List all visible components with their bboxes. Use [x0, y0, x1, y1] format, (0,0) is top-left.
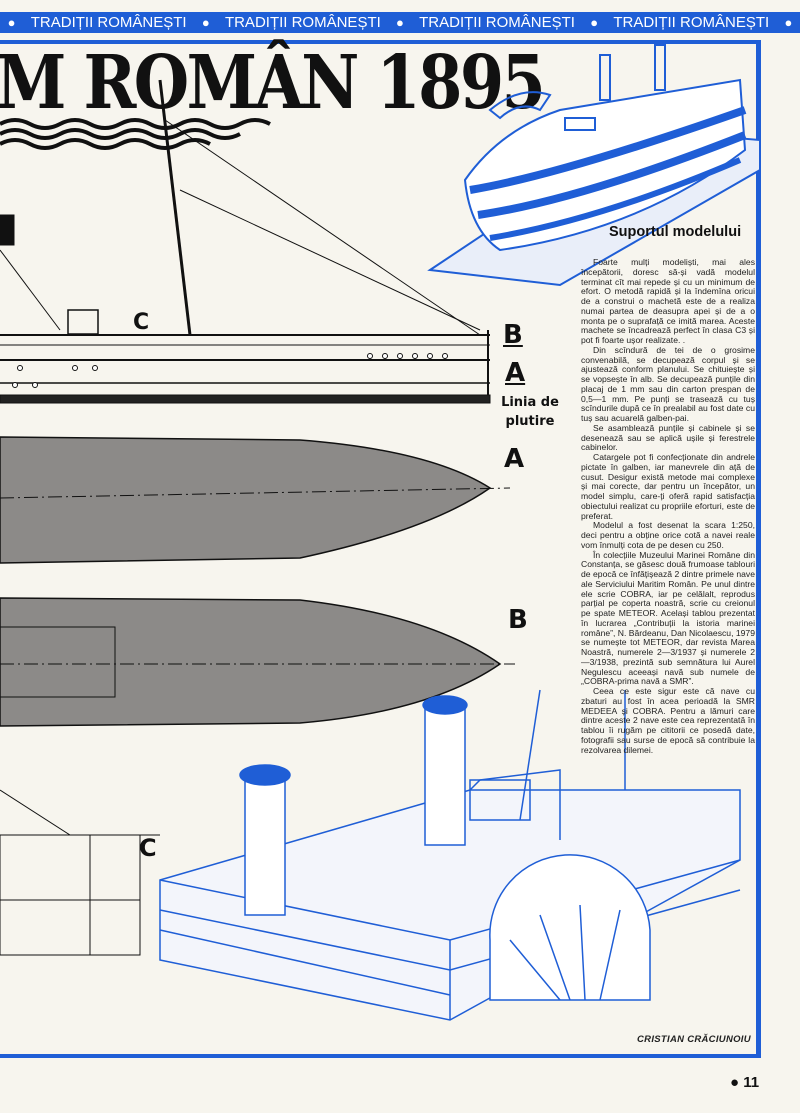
- article-paragraph: Ceea ce este sigur este că nave cu zbatu…: [581, 686, 755, 755]
- article-paragraph: În colecțiile Muzeului Marinei Române di…: [581, 549, 755, 687]
- model-on-stand: [427, 44, 761, 287]
- drawing-label-b-plan: B: [508, 605, 528, 635]
- title-waves: [0, 118, 271, 150]
- article-column: Suportul modelului Foarte mulți modelișt…: [581, 225, 755, 755]
- bullet-icon: ●: [396, 15, 404, 30]
- centerline-a: [0, 487, 511, 499]
- bullet-icon: ●: [201, 15, 210, 30]
- frame-border-right: [756, 40, 761, 1058]
- header-section-text: TRADIȚII ROMÂNEȘTI: [613, 14, 770, 31]
- drawing-label-c-iso: C: [139, 834, 157, 862]
- page-title: M ROMÂN 1895: [0, 40, 546, 126]
- drawing-label-b-side: B: [503, 320, 523, 350]
- frame-border-top: [0, 40, 760, 44]
- drawing-label-c-side: C: [133, 310, 150, 335]
- waterline-label: Linia de plutire: [501, 395, 559, 429]
- article-heading: Suportul modelului: [609, 224, 742, 240]
- side-elevation: [0, 79, 491, 404]
- page-number: ● 11: [730, 1074, 759, 1091]
- header-section-text: TRADIȚII ROMÂNEȘTI: [30, 14, 187, 31]
- article-paragraph: Foarte mulți modeliști, mai ales începăt…: [581, 257, 755, 345]
- isometric-paddle-steamer: [159, 689, 741, 1021]
- article-paragraph: Catargele pot fi confecționate din andre…: [581, 452, 755, 521]
- article-paragraph: Din scîndură de tei de o grosime convena…: [581, 344, 755, 423]
- page-number-value: 11: [743, 1074, 760, 1091]
- article-paragraph: Se asamblează punțile și cabinele și se …: [581, 422, 755, 453]
- bullet-icon: ●: [590, 15, 599, 30]
- bullet-icon: ●: [7, 15, 16, 30]
- portholes: [12, 353, 448, 388]
- frame-border-bottom: [0, 1054, 761, 1058]
- hull-plan-a: [0, 436, 492, 564]
- bullet-icon: ●: [784, 15, 793, 30]
- bullet-icon: ●: [730, 1074, 744, 1091]
- section-header-bar: ●TRADIȚII ROMÂNEȘTI ●TRADIȚII ROMÂNEȘTI …: [0, 12, 800, 33]
- deck-outline-b: [0, 626, 116, 698]
- drawing-label-a-side: A: [505, 358, 526, 388]
- author-credit: CRISTIAN CRĂCIUNOIU: [637, 1034, 751, 1045]
- article-paragraph: Modelul a fost desenat la scara 1:250, d…: [581, 520, 755, 550]
- header-section-text: TRADIȚII ROMÂNEȘTI: [419, 14, 575, 31]
- drawing-label-a-plan: A: [504, 444, 525, 474]
- header-section-text: TRADIȚII ROMÂNEȘTI: [224, 14, 381, 31]
- deck-detail-c: [0, 789, 160, 956]
